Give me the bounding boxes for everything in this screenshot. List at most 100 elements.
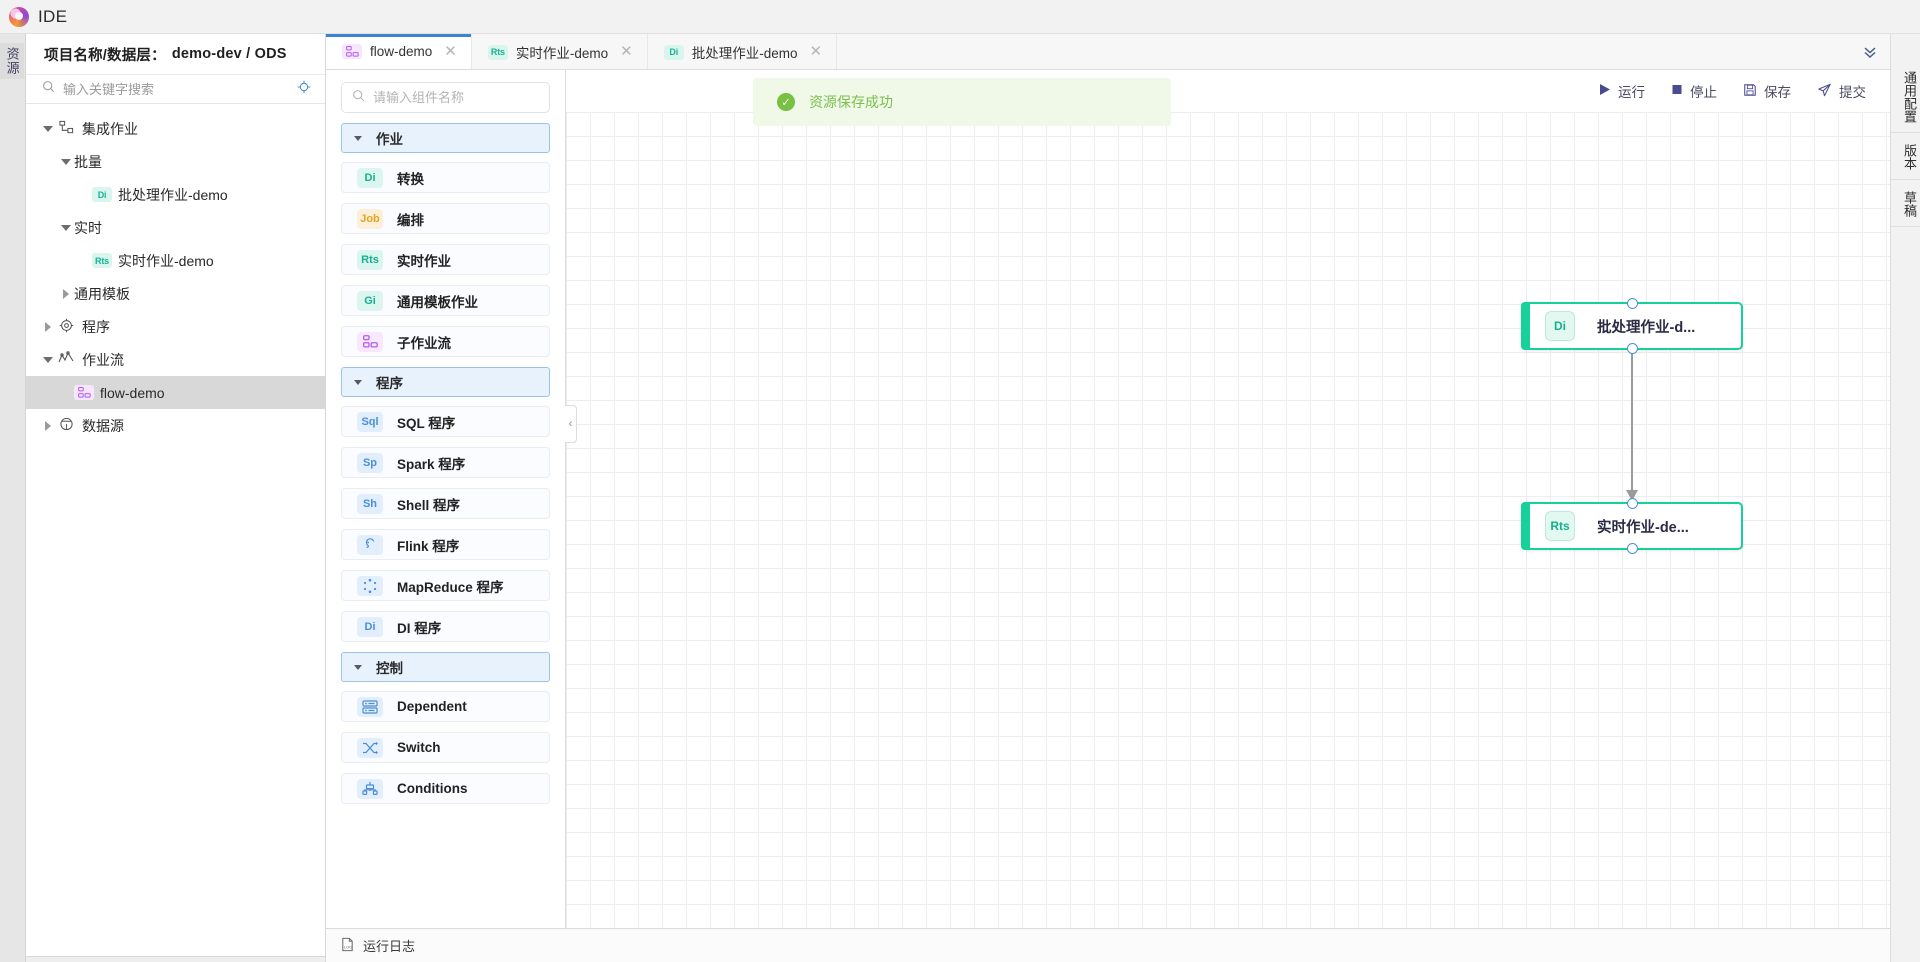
caret-right-icon[interactable] <box>40 321 56 332</box>
locate-target-icon[interactable] <box>297 80 311 99</box>
caret-down-icon <box>354 135 362 141</box>
tab-close-icon[interactable]: ✕ <box>620 43 633 60</box>
palette-item-SQL 程序[interactable]: SqlSQL 程序 <box>341 406 550 437</box>
send-icon <box>1817 83 1832 100</box>
tab-label: 批处理作业-demo <box>691 45 798 61</box>
tree-item-集成作业[interactable]: 集成作业 <box>26 112 325 145</box>
stop-icon <box>1671 83 1683 99</box>
tab-label: 实时作业-demo <box>515 45 609 61</box>
palette-group-控制[interactable]: 控制 <box>341 652 550 682</box>
tree-item-实时[interactable]: 实时 <box>26 211 325 244</box>
right-rail-item-版本[interactable]: 版本 <box>1891 135 1920 180</box>
right-rail-item-草稿[interactable]: 草稿 <box>1891 182 1920 227</box>
palette-item-子作业流[interactable]: 子作业流 <box>341 326 550 357</box>
submit-button[interactable]: 提交 <box>1817 81 1866 101</box>
badge-flow-icon <box>342 43 362 60</box>
svg-text:LOG: LOG <box>344 944 352 949</box>
palette-item-label: DI 程序 <box>397 620 442 636</box>
caret-right-icon[interactable] <box>40 420 56 431</box>
explorer-resize-handle[interactable] <box>26 956 325 962</box>
stop-button[interactable]: 停止 <box>1671 81 1717 101</box>
flow-icon <box>58 351 74 368</box>
caret-down-icon[interactable] <box>58 158 74 165</box>
left-rail-tab-resources[interactable]: 资源 <box>0 43 24 79</box>
run-button[interactable]: 运行 <box>1599 81 1645 101</box>
log-file-icon: LOG <box>340 937 355 955</box>
palette-item-Shell 程序[interactable]: ShShell 程序 <box>341 488 550 519</box>
toast-message: 资源保存成功 <box>809 94 893 110</box>
tree-item-程序[interactable]: 程序 <box>26 310 325 343</box>
explorer-search-row <box>26 74 325 104</box>
tab-close-icon[interactable]: ✕ <box>444 43 457 60</box>
explorer-search-input[interactable] <box>63 81 289 97</box>
badge-rts-icon: Rts <box>487 43 508 60</box>
flow-node-label: 实时作业-de... <box>1597 519 1689 536</box>
palette-item-Dependent[interactable]: Dependent <box>341 691 550 722</box>
caret-down-icon[interactable] <box>40 125 56 132</box>
palette-search-box <box>341 82 550 113</box>
chevron-double-down-icon[interactable] <box>1850 34 1890 69</box>
palette-item-MapReduce 程序[interactable]: MapReduce 程序 <box>341 570 550 601</box>
badge-Rts-icon: Rts <box>357 249 383 270</box>
tree-item-数据源[interactable]: 数据源 <box>26 409 325 442</box>
tree-item-label: 通用模板 <box>74 285 130 302</box>
play-icon <box>1599 83 1611 99</box>
badge-Job-icon: Job <box>357 208 383 229</box>
badge-flow-icon <box>74 385 94 400</box>
tab-flow-demo[interactable]: flow-demo✕ <box>326 34 472 69</box>
node-port-top[interactable] <box>1626 298 1638 309</box>
tree-item-flow-demo[interactable]: flow-demo <box>26 376 325 409</box>
run-log-bar[interactable]: LOG 运行日志 <box>326 928 1890 962</box>
right-rail-item-通用配置[interactable]: 通用配置 <box>1891 62 1920 133</box>
caret-down-icon[interactable] <box>58 224 74 231</box>
toast-notification: ✓ 资源保存成功 <box>753 78 1171 126</box>
badge-flow-icon <box>357 331 383 352</box>
tree-item-通用模板[interactable]: 通用模板 <box>26 277 325 310</box>
tree-item-label: 批处理作业-demo <box>118 186 228 203</box>
palette-item-label: Spark 程序 <box>397 456 466 472</box>
badge-dependent-icon <box>357 696 383 717</box>
palette-search-input[interactable] <box>373 90 539 105</box>
node-port-top[interactable] <box>1626 498 1638 509</box>
caret-right-icon[interactable] <box>58 288 74 299</box>
stop-button-label: 停止 <box>1690 85 1717 100</box>
node-port-bottom[interactable] <box>1626 343 1638 354</box>
tab-实时作业-demo[interactable]: Rts 实时作业-demo ✕ <box>471 34 648 69</box>
tab-close-icon[interactable]: ✕ <box>809 43 823 60</box>
save-button[interactable]: 保存 <box>1743 81 1791 101</box>
tree-item-作业流[interactable]: 作业流 <box>26 343 325 376</box>
palette-item-Switch[interactable]: Switch <box>341 732 550 763</box>
run-button-label: 运行 <box>1618 85 1645 100</box>
badge-Sql-icon: Sql <box>357 411 383 432</box>
badge-di-icon: Di <box>663 43 684 60</box>
tab-批处理作业-demo[interactable]: Di 批处理作业-demo ✕ <box>647 34 838 69</box>
palette-group-程序[interactable]: 程序 <box>341 367 550 397</box>
tree-item-批量[interactable]: 批量 <box>26 145 325 178</box>
palette-group-作业[interactable]: 作业 <box>341 123 550 153</box>
caret-down-icon[interactable] <box>40 356 56 363</box>
app-logo-icon <box>9 6 29 27</box>
flow-canvas-container: ‹ 运行 停止 <box>565 70 1890 928</box>
submit-button-label: 提交 <box>1839 85 1866 100</box>
palette-item-Spark 程序[interactable]: SpSpark 程序 <box>341 447 550 478</box>
palette-item-DI 程序[interactable]: DiDI 程序 <box>341 611 550 642</box>
palette-item-label: 子作业流 <box>397 335 451 351</box>
db-icon <box>59 417 74 435</box>
tree-item-label: 实时 <box>74 219 102 236</box>
palette-item-Flink 程序[interactable]: Flink 程序 <box>341 529 550 560</box>
palette-item-Conditions[interactable]: Conditions <box>341 773 550 804</box>
tree-item-label: 实时作业-demo <box>118 252 214 269</box>
palette-collapse-toggle[interactable]: ‹ <box>565 405 577 443</box>
node-port-bottom[interactable] <box>1626 543 1638 554</box>
